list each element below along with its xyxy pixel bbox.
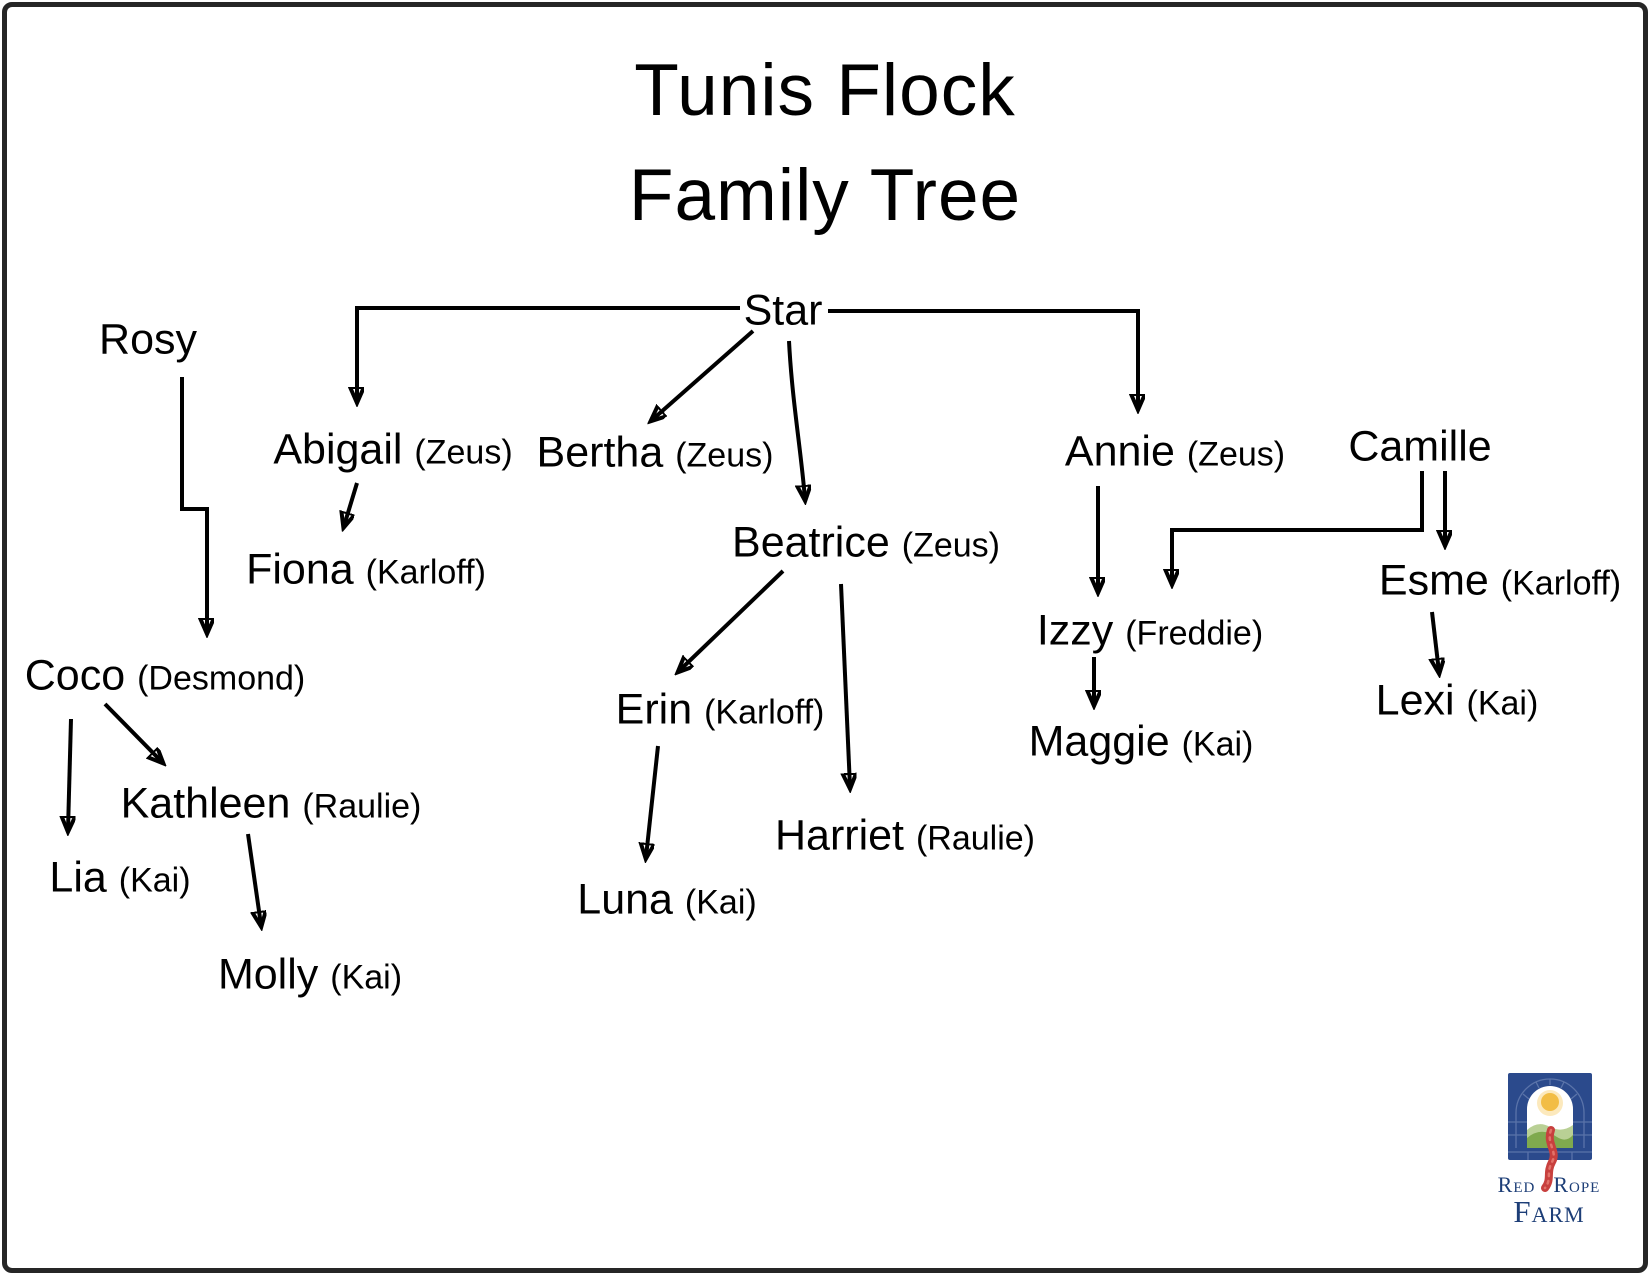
edge-star-abigail <box>357 306 740 401</box>
farm-logo-emblem <box>1508 1073 1592 1192</box>
person-lia: Lia (Kai) <box>49 853 191 902</box>
person-fiona: Fiona (Karloff) <box>246 545 486 594</box>
person-izzy: Izzy (Freddie) <box>1036 606 1264 655</box>
logo-sun <box>1541 1093 1559 1111</box>
person-lexi: Lexi (Kai) <box>1375 676 1539 725</box>
diagram-title-line-1: Tunis Flock <box>634 49 1016 131</box>
edge-beatrice-harriet <box>839 583 850 787</box>
person-abigail: Abigail (Zeus) <box>273 425 513 474</box>
person-camille: Camille <box>1348 422 1492 471</box>
person-bertha: Bertha (Zeus) <box>536 428 774 477</box>
person-molly: Molly (Kai) <box>217 950 403 999</box>
diagram-title-line-2: Family Tree <box>628 154 1022 236</box>
farm-logo: Red Rope Farm <box>1478 1066 1620 1236</box>
person-kathleen: Kathleen (Raulie) <box>120 779 422 828</box>
logo-rope <box>1541 1126 1558 1192</box>
edge-star-annie <box>828 309 1138 408</box>
edge-kathleen-molly <box>246 833 261 925</box>
person-maggie: Maggie (Kai) <box>1028 717 1254 766</box>
person-luna: Luna (Kai) <box>577 875 757 924</box>
edge-erin-luna <box>646 745 660 857</box>
person-coco: Coco (Desmond) <box>24 651 306 700</box>
person-erin: Erin (Karloff) <box>615 685 825 734</box>
edge-star-beatrice <box>787 340 805 499</box>
person-annie: Annie (Zeus) <box>1064 427 1286 476</box>
person-harriet: Harriet (Raulie) <box>774 811 1036 860</box>
edge-coco-kathleen <box>103 702 162 762</box>
edge-beatrice-erin <box>679 569 785 671</box>
edge-coco-lia <box>68 718 71 830</box>
edge-esme-lexi <box>1432 611 1439 672</box>
person-esme: Esme (Karloff) <box>1378 556 1622 605</box>
edge-rosy-coco <box>180 377 207 632</box>
edge-star-bertha <box>652 329 755 420</box>
person-star: Star <box>743 286 823 335</box>
logo-word-rope: Rope <box>1553 1172 1601 1197</box>
farm-logo-name: Red Rope <box>1478 1174 1620 1196</box>
logo-word-red: Red <box>1497 1172 1536 1197</box>
person-beatrice: Beatrice (Zeus) <box>732 518 1000 567</box>
logo-word-farm: Farm <box>1513 1194 1585 1229</box>
person-rosy: Rosy <box>99 315 197 364</box>
edge-abigail-fiona <box>344 482 359 526</box>
